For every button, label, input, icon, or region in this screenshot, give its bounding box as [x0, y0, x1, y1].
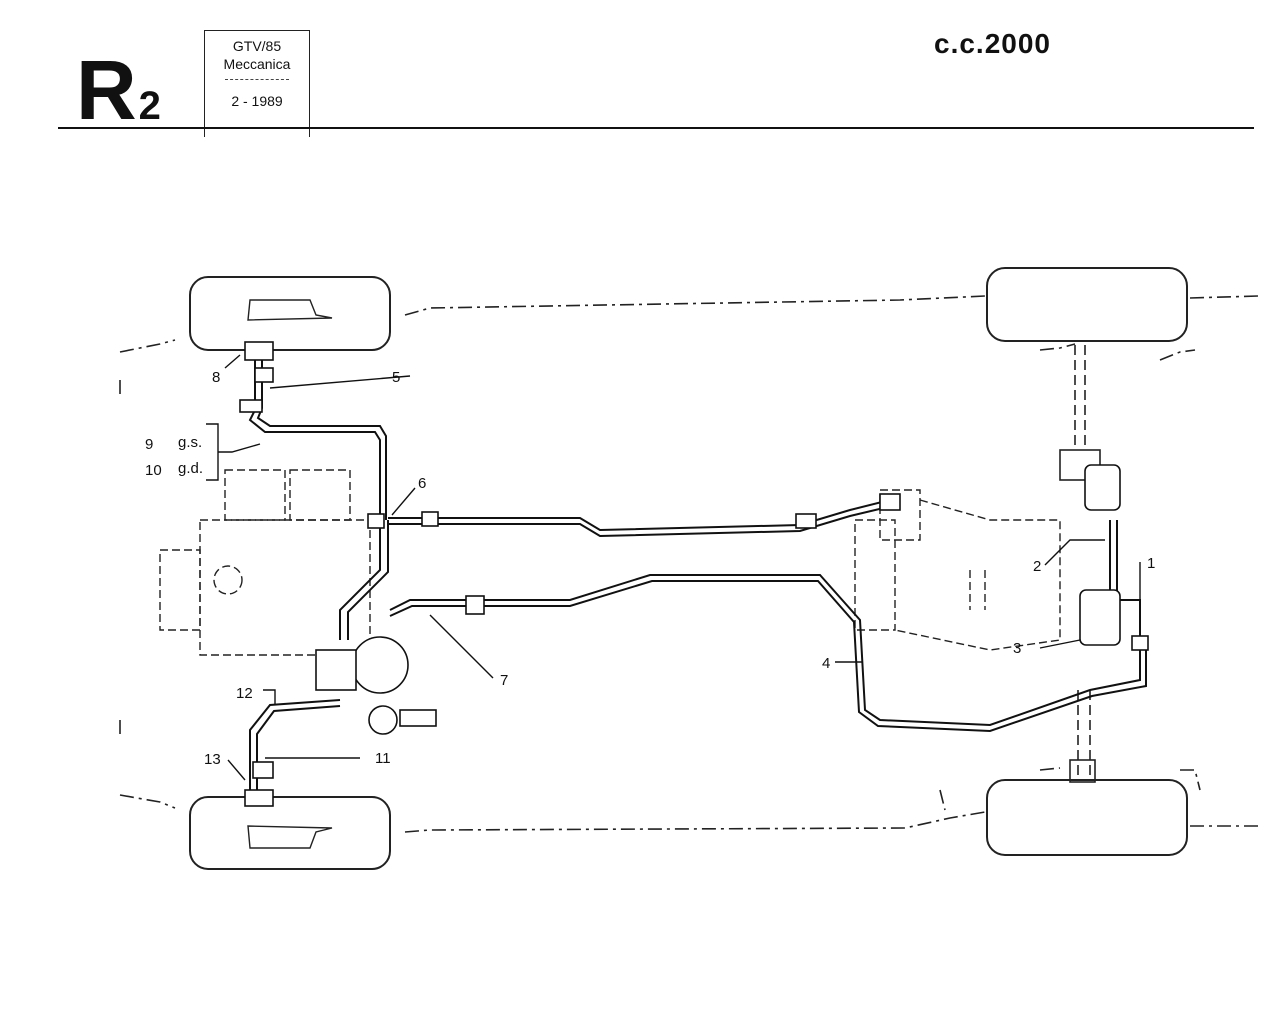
callout-4: 4	[822, 655, 830, 672]
callout-11: 11	[375, 750, 391, 767]
rear-left-wheel	[986, 267, 1188, 342]
front-right-wheel	[189, 796, 391, 870]
sheet-code-number: 2	[138, 84, 161, 128]
callout-8: 8	[212, 369, 220, 386]
date-label: 2 - 1989	[231, 93, 283, 109]
header-rule	[58, 127, 1254, 129]
reference-box: GTV/85 Meccanica 2 - 1989	[204, 30, 310, 137]
callout-1: 1	[1147, 555, 1155, 572]
callout-10: 10	[145, 462, 162, 479]
callout-5: 5	[392, 369, 400, 386]
rear-right-wheel	[986, 779, 1188, 856]
callout-13: 13	[204, 751, 221, 768]
callout-gs: g.s.	[178, 434, 202, 451]
brake-pipes	[248, 360, 1147, 790]
leader-lines	[206, 354, 1141, 781]
displacement-label: c.c.2000	[934, 28, 1051, 59]
callout-labels: 1 2 3 4 5 6 7 8 9 g.s. 10 g.d. 11 12 13	[145, 369, 1155, 768]
front-left-wheel	[189, 276, 391, 351]
callout-gd: g.d.	[178, 460, 203, 477]
section-label: Meccanica	[223, 56, 291, 72]
callout-3: 3	[1013, 640, 1021, 657]
engine-block	[159, 469, 1061, 656]
callout-7: 7	[500, 672, 508, 689]
ref-divider	[225, 79, 289, 80]
callout-12: 12	[236, 685, 253, 702]
brake-components	[239, 341, 1149, 807]
sheet-code-letter: R	[76, 43, 137, 137]
callout-2: 2	[1033, 558, 1041, 575]
body-outline	[119, 295, 1259, 833]
callout-6: 6	[418, 475, 426, 492]
rear-axle	[1059, 345, 1101, 783]
callout-9: 9	[145, 436, 153, 453]
model-label: GTV/85	[232, 38, 282, 54]
